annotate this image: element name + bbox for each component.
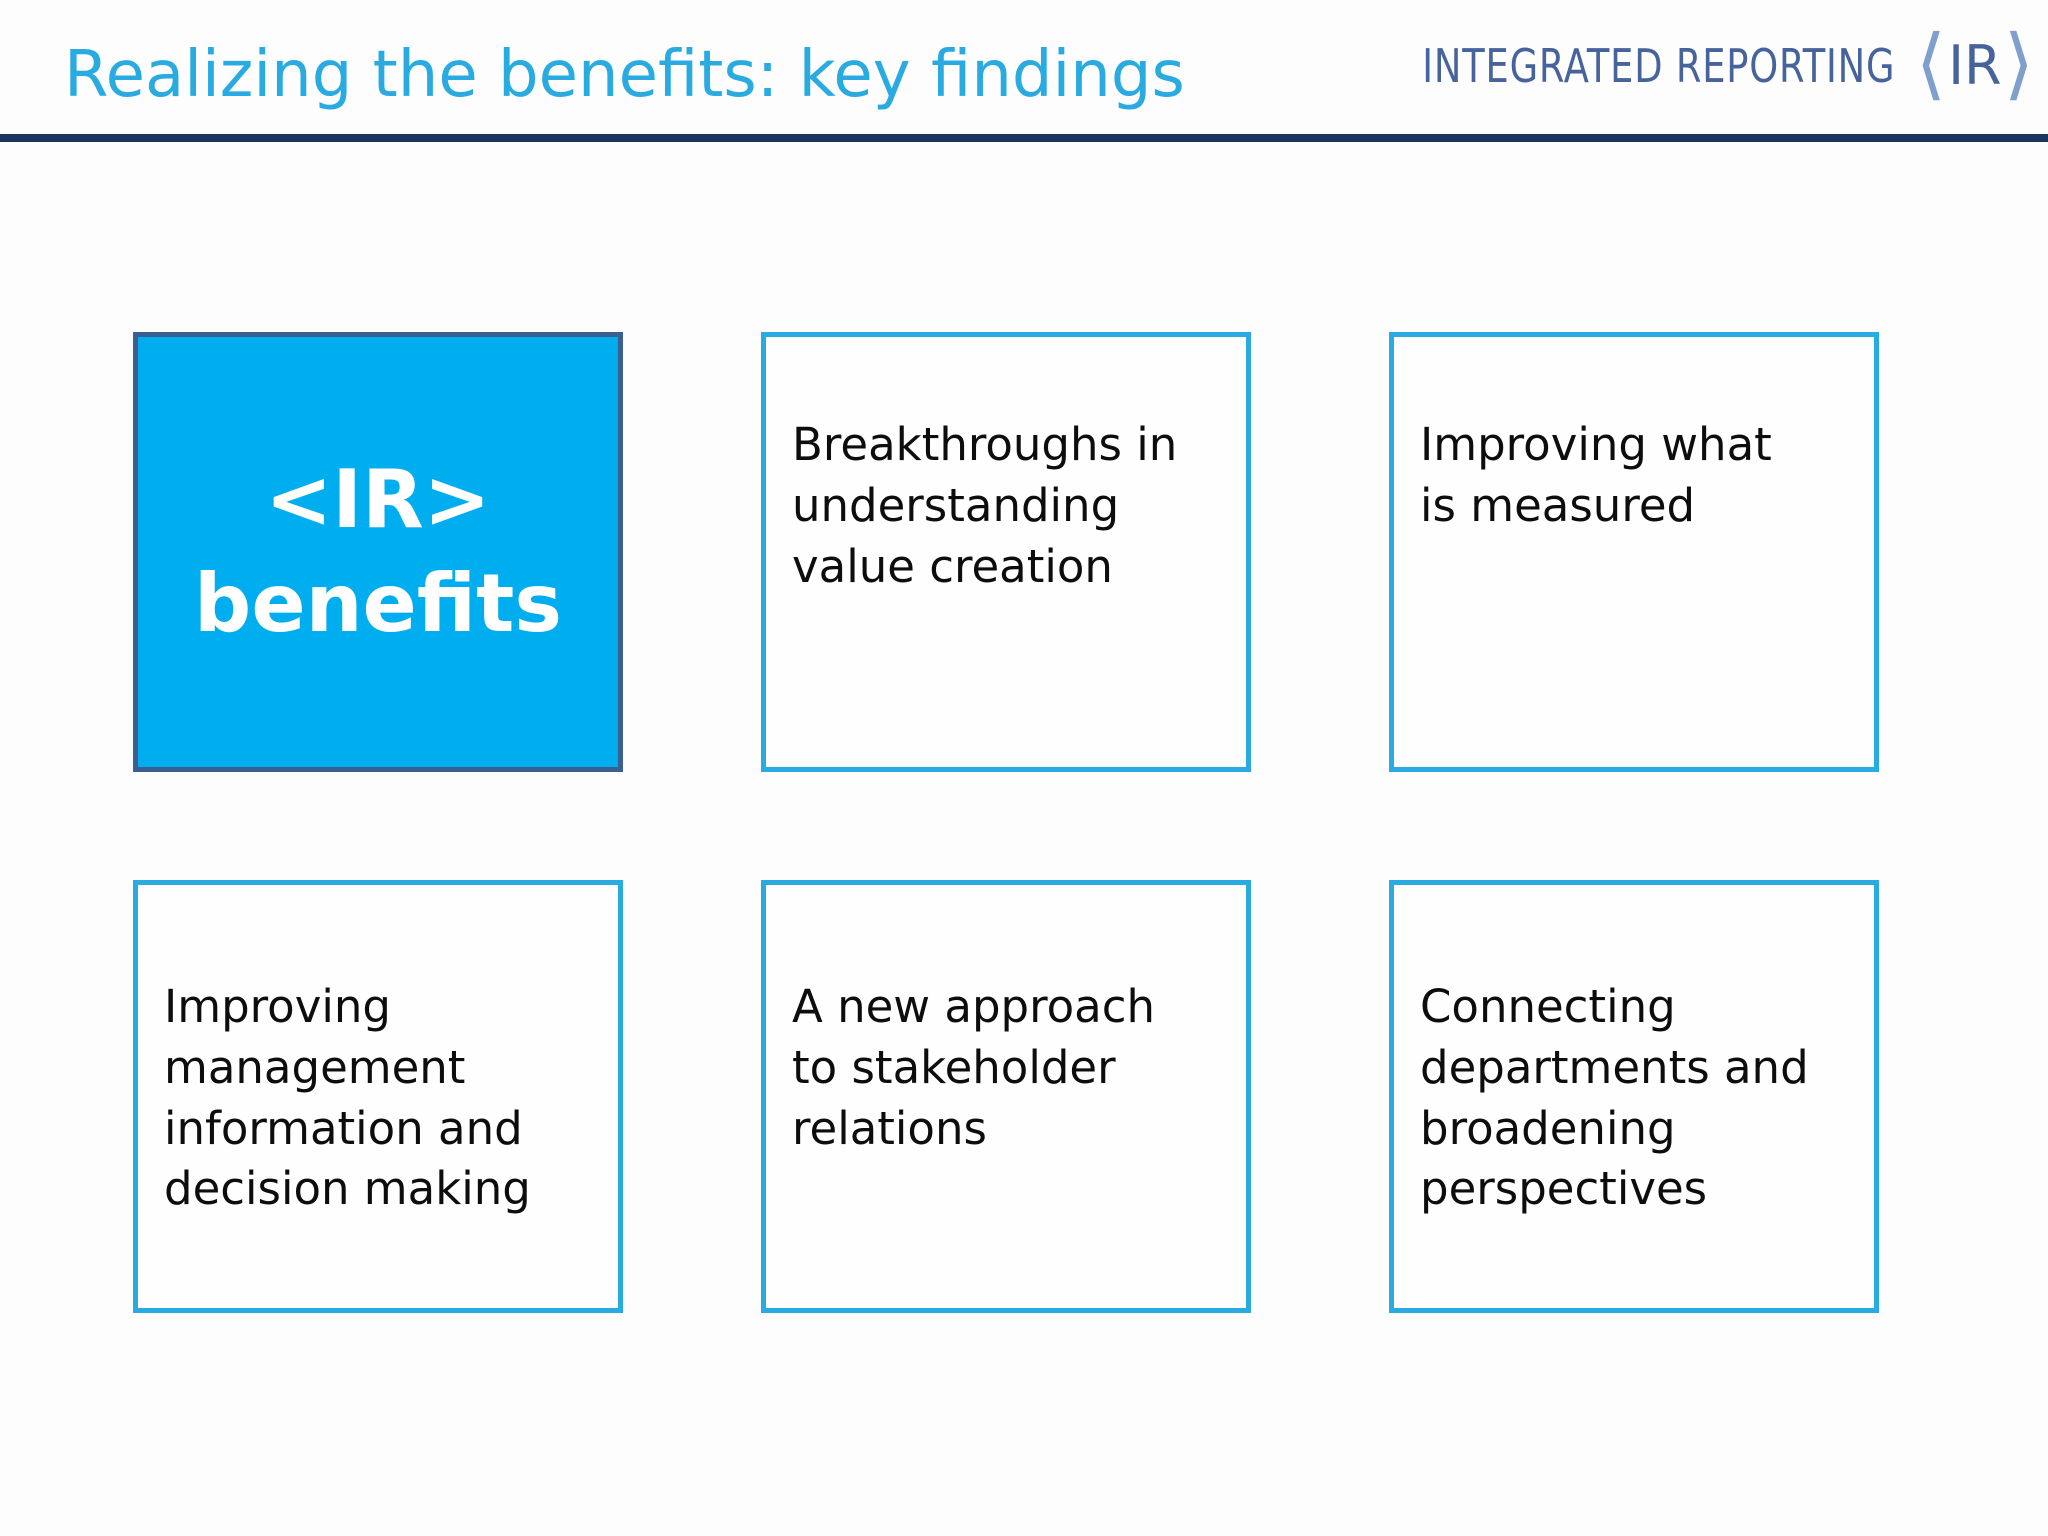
ir-logo-mark: ⟨ IR ⟩ (1915, 19, 2034, 109)
angle-bracket-right-icon: ⟩ (2003, 19, 2034, 109)
card-ir-benefits: <IR> benefits (133, 332, 623, 772)
page-title: Realizing the benefits: key findings (64, 38, 1185, 112)
card-ir-benefits-text: <IR> benefits (194, 453, 562, 650)
angle-bracket-left-icon: ⟨ (1915, 19, 1947, 109)
logo-wordmark: INTEGRATED REPORTING (1422, 39, 1896, 93)
integrated-reporting-logo: INTEGRATED REPORTING ⟨ IR ⟩ (1304, 20, 2034, 112)
card-improving-measured-text: Improving what is measured (1420, 418, 1772, 532)
title-divider (0, 134, 2048, 142)
card-connecting-departments: Connecting departments and broadening pe… (1389, 880, 1879, 1313)
card-management-info: Improving management information and dec… (133, 880, 623, 1313)
card-management-info-text: Improving management information and dec… (164, 980, 531, 1216)
card-connecting-departments-text: Connecting departments and broadening pe… (1420, 980, 1809, 1216)
card-breakthroughs-text: Breakthroughs in understanding value cre… (792, 418, 1178, 593)
card-stakeholder-relations: A new approach to stakeholder relations (761, 880, 1251, 1313)
card-breakthroughs: Breakthroughs in understanding value cre… (761, 332, 1251, 772)
card-improving-measured: Improving what is measured (1389, 332, 1879, 772)
ir-logo-letters: IR (1948, 34, 2002, 97)
card-stakeholder-relations-text: A new approach to stakeholder relations (792, 980, 1155, 1155)
